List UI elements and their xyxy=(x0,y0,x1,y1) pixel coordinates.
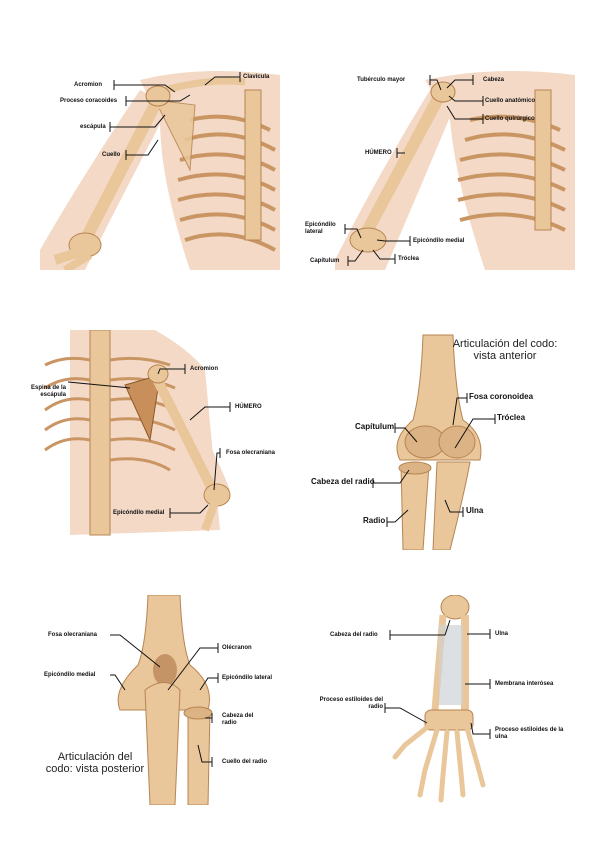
title-elbow-posterior: Articulación del codo: vista posterior xyxy=(40,751,150,775)
title-elbow-anterior: Articulación del codo: vista anterior xyxy=(445,338,565,362)
label-cabeza-radio-forearm: Cabeza del radio xyxy=(330,632,378,638)
label-acromion-posterior: Acromion xyxy=(190,366,219,372)
label-membrana-interosea: Membrana interósea xyxy=(495,681,554,687)
elbow-anterior-illustration xyxy=(372,334,496,550)
label-acromion: Acromion xyxy=(74,82,103,88)
panel-forearm: Cabeza del radio Ulna Membrana interósea… xyxy=(315,595,585,805)
label-proceso-estiloides-ulna: Proceso estiloides de la ulna xyxy=(495,727,564,740)
title-elbow-anterior-line1: Articulación del codo: xyxy=(452,338,558,350)
label-troclea: Tróclea xyxy=(398,256,420,262)
panel-shoulder-anterior: Acromion Proceso coracoides escápula Cue… xyxy=(40,60,280,270)
label-fosa-olecraniana-posterior: Fosa olecraniana xyxy=(226,450,276,456)
label-troclea-anterior: Tróclea xyxy=(497,413,526,422)
label-proceso-estiloides-radio: Proceso estiloides del radio xyxy=(319,697,383,710)
label-epicondilo-medial-posterior: Epicóndilo medial xyxy=(113,510,165,516)
panel-elbow-posterior: Articulación del codo: vista posterior F… xyxy=(40,595,300,805)
label-epicondilo-medial: Epicóndilo medial xyxy=(413,238,465,244)
label-cabeza-radio-posterior: Cabeza del radio xyxy=(222,713,254,726)
label-epicondilo-medial-codo: Epicóndilo medial xyxy=(44,672,96,678)
label-radio-anterior: Radio xyxy=(363,516,386,525)
panel-humerus: Tubérculo mayor Cabeza Cuello anatómico … xyxy=(305,60,575,280)
label-olecranon: Olécranon xyxy=(222,645,252,651)
label-cuello: Cuello xyxy=(102,152,121,158)
label-capitulum: Capítulum xyxy=(310,258,340,264)
label-fosa-olecraniana: Fosa olecraniana xyxy=(48,632,98,638)
label-ulna-forearm: Ulna xyxy=(495,631,509,637)
panel-shoulder-posterior: Espina de la escápula Acromion HÚMERO Fo… xyxy=(30,330,295,540)
label-escapula: escápula xyxy=(80,124,106,130)
title-elbow-posterior-line1: Articulación del xyxy=(57,751,133,763)
label-cuello-anatomico: Cuello anatómico xyxy=(485,98,536,104)
label-capitulum-anterior: Capítulum xyxy=(355,422,395,431)
label-proceso-coracoides: Proceso coracoides xyxy=(60,98,118,104)
label-cabeza: Cabeza xyxy=(483,77,505,83)
title-elbow-posterior-line2: codo: vista posterior xyxy=(45,763,145,775)
label-fosa-coronoidea: Fosa coronoidea xyxy=(469,392,534,401)
label-humero: HÚMERO xyxy=(365,150,392,156)
elbow-posterior-illustration xyxy=(110,595,219,805)
humerus-illustration xyxy=(335,71,575,270)
label-ulna-anterior: Ulna xyxy=(466,506,484,515)
title-elbow-anterior-line2: vista anterior xyxy=(473,350,537,362)
label-cuello-radio: Cuello del radio xyxy=(222,759,268,765)
label-espina-escapula: Espina de la escápula xyxy=(30,385,66,398)
label-clavicula: Clavícula xyxy=(243,74,270,80)
label-cabeza-radio-anterior: Cabeza del radio xyxy=(311,477,375,486)
label-humero-posterior: HÚMERO xyxy=(235,404,262,410)
shoulder-posterior-illustration xyxy=(44,330,231,536)
panel-elbow-anterior: Articulación del codo: vista anterior Fo… xyxy=(305,330,595,550)
forearm-illustration xyxy=(384,595,491,803)
label-epicondilo-lateral: Epicóndilo lateral xyxy=(305,222,336,235)
label-epicondilo-lateral-codo: Epicóndilo lateral xyxy=(222,675,273,681)
label-cuello-quirurgico: Cuello quirúrgico xyxy=(485,116,535,122)
label-tuberculo-mayor: Tubérculo mayor xyxy=(357,77,406,83)
shoulder-anterior-illustration xyxy=(40,71,280,270)
